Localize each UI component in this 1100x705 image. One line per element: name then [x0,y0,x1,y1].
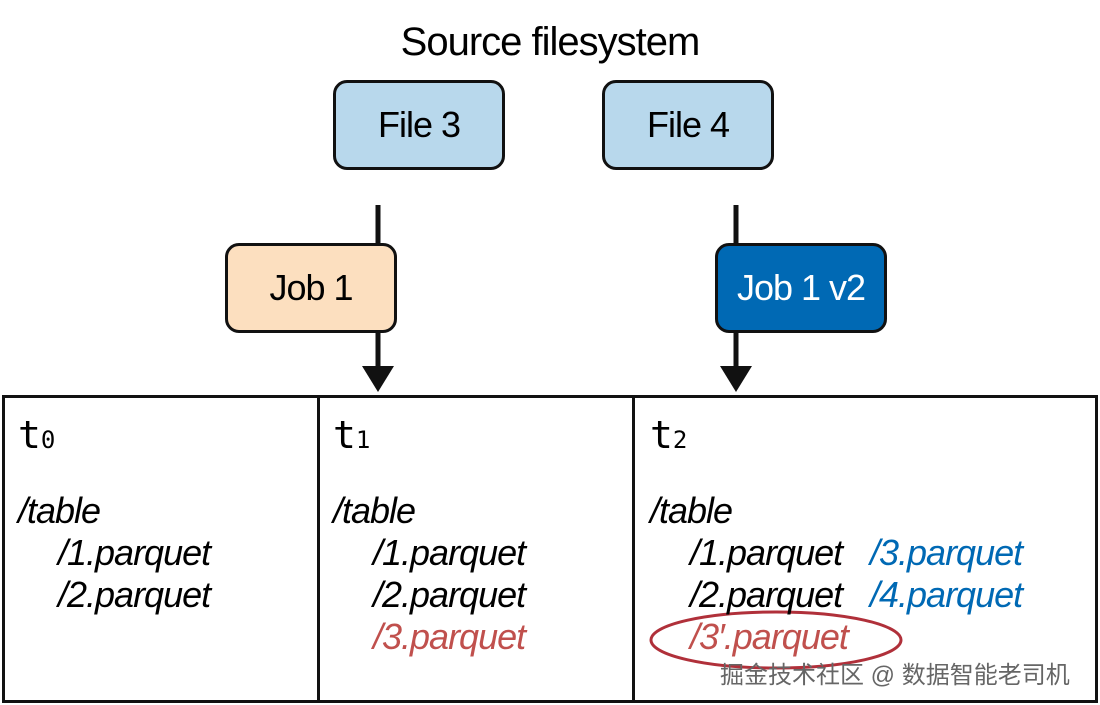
job-1-box: Job 1 [225,243,397,333]
file-2-parquet-t0: /2.parquet [58,574,211,615]
table-dir-t1: /table [333,490,416,531]
file-3-prime-parquet-t2: /3′.parquet [690,616,849,657]
new-file-4-parquet-t2: /4.parquet [870,574,1023,615]
file-4-box: File 4 [602,80,774,170]
file-1-parquet-t1: /1.parquet [373,532,526,573]
file-3-box: File 3 [333,80,505,170]
source-filesystem-box [0,0,660,203]
table-dir-t2: /table [650,490,733,531]
time-label-t2: t2 [650,413,688,457]
new-file-3-parquet-t2: /3.parquet [870,532,1023,573]
job1v2-arrow-head [720,366,752,392]
file-1-parquet-t2: /1.parquet [690,532,843,573]
file-2-parquet-t1: /2.parquet [373,574,526,615]
job-1-v2-box: Job 1 v2 [715,243,887,333]
time-label-t1: t1 [333,413,371,457]
watermark-text: 掘金技术社区 @ 数据智能老司机 [720,662,1070,689]
job1-arrow-head [362,366,394,392]
time-label-t0: t0 [18,413,56,457]
source-filesystem-title: Source filesystem [400,20,701,64]
file-3-parquet-t1: /3.parquet [373,616,526,657]
file-2-parquet-t2: /2.parquet [690,574,843,615]
table-dir-t0: /table [18,490,101,531]
file-1-parquet-t0: /1.parquet [58,532,211,573]
highlight-ellipse [649,610,903,670]
panel-t2 [632,395,1098,703]
